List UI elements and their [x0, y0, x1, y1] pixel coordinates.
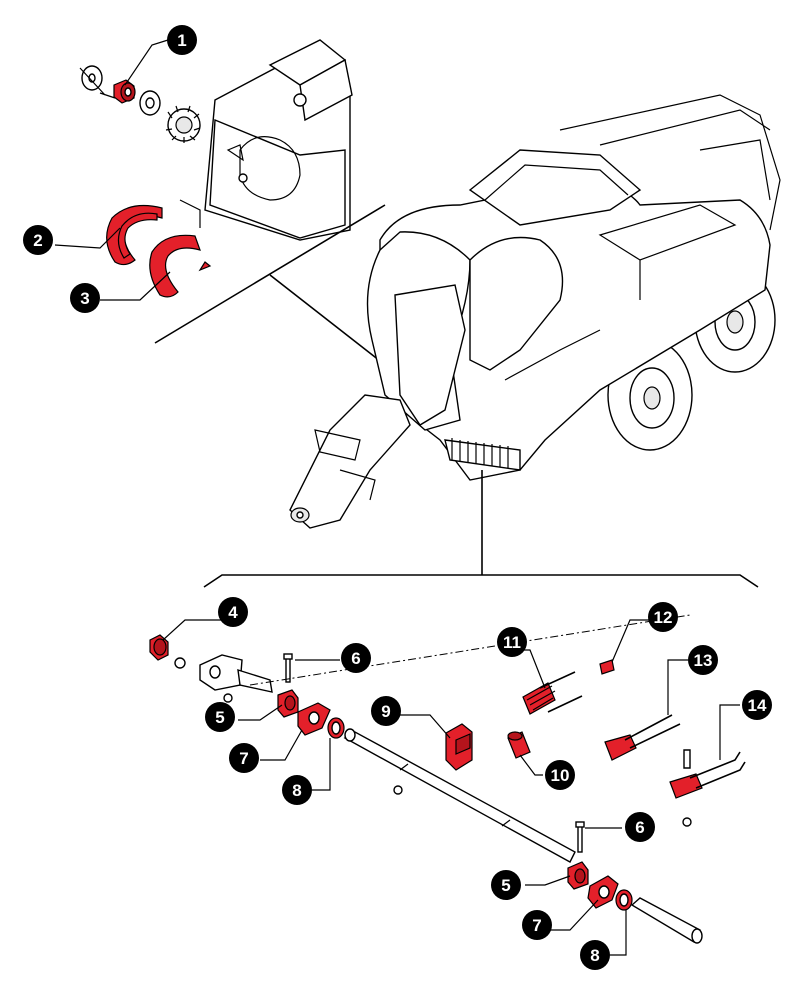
callout-4: 4 [218, 597, 248, 627]
bushing-part-5-lower [567, 861, 589, 890]
callout-9: 9 [371, 696, 401, 726]
callout-5: 5 [205, 702, 235, 732]
svg-text:6: 6 [635, 818, 644, 837]
svg-text:5: 5 [501, 876, 510, 895]
svg-text:12: 12 [654, 608, 673, 627]
flange-washer-icon [139, 90, 161, 116]
stub-shaft-icon [630, 897, 703, 944]
svg-text:7: 7 [239, 749, 248, 768]
svg-text:8: 8 [292, 781, 301, 800]
svg-text:3: 3 [80, 289, 89, 308]
flange-part-7-lower [587, 875, 619, 909]
callout-7: 7 [522, 910, 552, 940]
svg-text:4: 4 [228, 603, 238, 622]
clip-part-12 [599, 659, 615, 675]
flange-part-7-upper [297, 702, 331, 736]
bushing-part-5-upper [277, 689, 299, 718]
bushing-part-1 [113, 79, 136, 104]
ring-part-8-upper [327, 717, 345, 739]
callout-10: 10 [545, 760, 575, 790]
bearing-bracket-icon [174, 654, 273, 703]
svg-text:7: 7 [532, 916, 541, 935]
svg-text:5: 5 [215, 708, 224, 727]
tine-holder-part-14 [669, 749, 746, 827]
callout-leaders [54, 39, 740, 956]
end-flange-icon [79, 65, 116, 99]
svg-text:6: 6 [351, 649, 360, 668]
callout-5: 5 [491, 870, 521, 900]
main-shaft-icon [343, 728, 576, 863]
pickup-teeth-icon [444, 438, 521, 471]
svg-text:1: 1 [177, 31, 186, 50]
drive-housing-detail [79, 39, 431, 401]
hitch-icon [290, 507, 310, 523]
block-part-9 [445, 723, 473, 771]
bolt-part-6-upper [283, 653, 293, 683]
callout-13: 13 [688, 645, 718, 675]
guide-part-3 [149, 234, 212, 298]
spring-part-11 [522, 671, 583, 715]
baler-overview [289, 94, 781, 575]
bolt-part-6-lower [575, 821, 585, 853]
sleeve-part-10 [507, 731, 531, 759]
callout-6: 6 [341, 643, 371, 673]
sprocket-icon [165, 105, 201, 143]
callout-1: 1 [167, 25, 197, 55]
callout-8: 8 [282, 775, 312, 805]
cap-part-4 [149, 634, 169, 661]
shaft-assembly-detail [149, 574, 759, 944]
callout-14: 14 [742, 690, 772, 720]
callout-8: 8 [580, 940, 610, 970]
svg-text:13: 13 [694, 651, 713, 670]
ring-part-8-lower [615, 889, 633, 911]
callout-7: 7 [229, 743, 259, 773]
callout-6: 6 [625, 812, 655, 842]
callout-11: 11 [497, 627, 527, 657]
svg-text:10: 10 [551, 766, 570, 785]
svg-text:2: 2 [33, 231, 42, 250]
svg-text:9: 9 [381, 702, 390, 721]
callout-2: 2 [23, 225, 53, 255]
callout-12: 12 [648, 602, 678, 632]
svg-text:11: 11 [503, 633, 521, 652]
svg-text:8: 8 [590, 946, 599, 965]
tine-holder-part-13 [604, 714, 681, 761]
svg-text:14: 14 [748, 696, 767, 715]
guide-part-2 [106, 205, 163, 266]
callout-3: 3 [70, 283, 100, 313]
